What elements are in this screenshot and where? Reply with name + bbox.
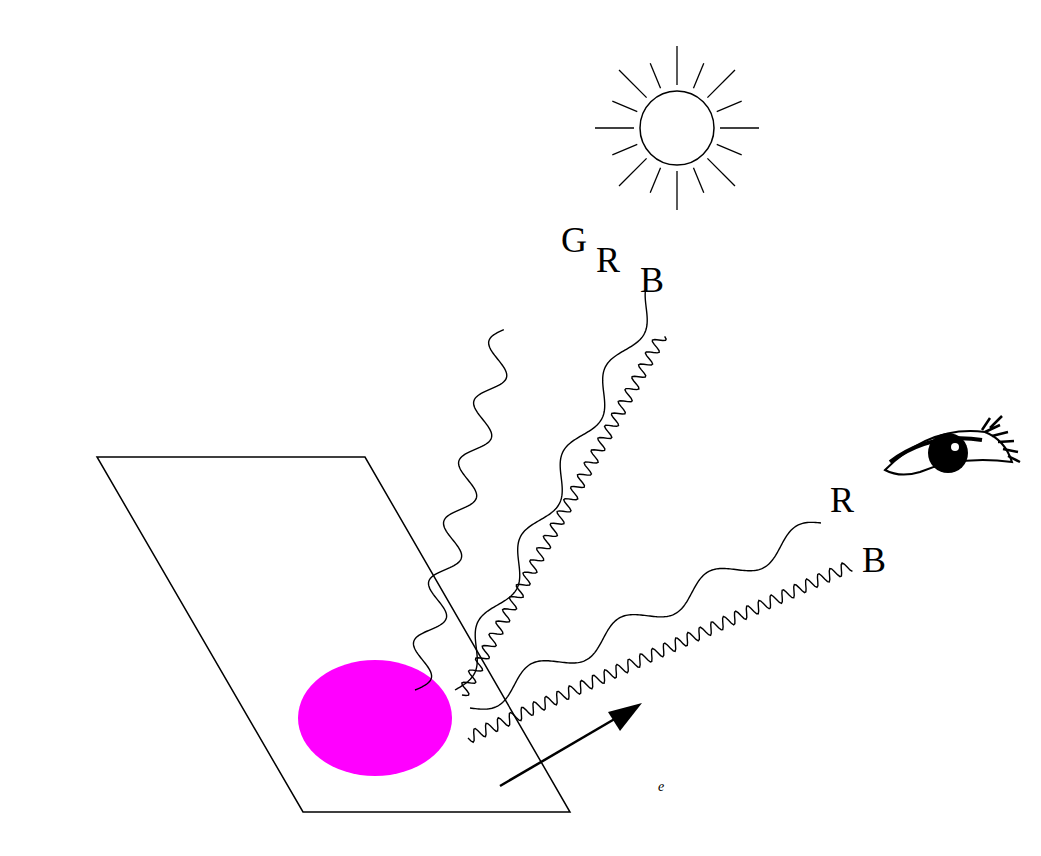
color-letter: G [561,222,587,258]
light-waves [413,286,852,743]
direction-arrow [500,703,642,786]
color-letter: B [640,262,664,298]
eye-symbol [885,416,1020,475]
color-letter: B [862,542,886,578]
color-letter: R [596,242,620,278]
light-wave [455,286,647,690]
light-wave [470,522,821,709]
color-letter: R [830,482,854,518]
light-wave [468,563,852,742]
light-wave [413,330,506,690]
sun-symbol [595,46,759,210]
light-wave [462,336,666,695]
magenta-ball [298,660,452,776]
stray-mark: e [658,780,664,794]
